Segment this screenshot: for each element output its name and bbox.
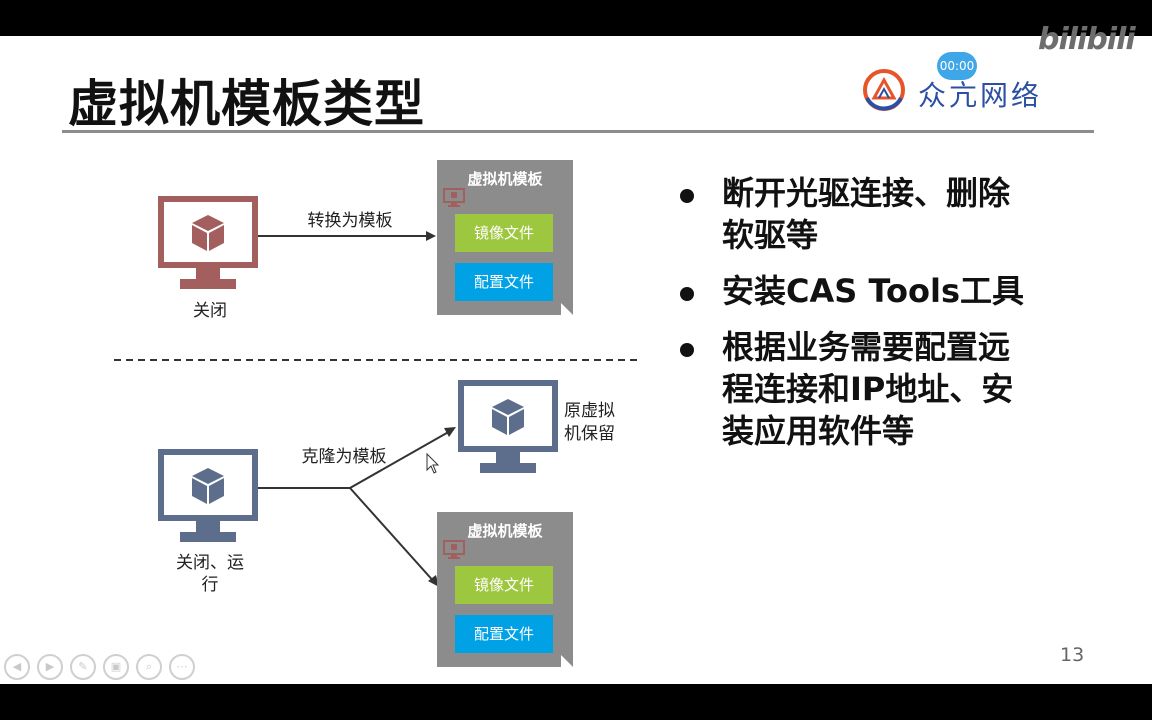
clone-arrowhead-upper — [444, 427, 456, 437]
vm-running-label-line1: 关闭、运 — [176, 553, 244, 573]
mouse-cursor-icon — [426, 452, 440, 474]
company-logo: 众亢网络 — [862, 68, 1062, 116]
next-icon[interactable]: ▶ — [37, 654, 63, 680]
image-file-box: 镜像文件 — [455, 214, 553, 252]
bullet-list: 断开光驱连接、删除 软驱等 安装CAS Tools工具 根据业务需要配置远 程连… — [680, 172, 1070, 466]
slides-icon[interactable]: ▣ — [103, 654, 129, 680]
bilibili-watermark: bilibili — [1038, 22, 1136, 57]
bullet-dot-icon — [680, 287, 694, 301]
more-icon[interactable]: ⋯ — [169, 654, 195, 680]
convert-arrowhead — [426, 231, 436, 241]
config-file-box: 配置文件 — [455, 263, 553, 301]
page-number: 13 — [1060, 644, 1085, 666]
bullet-text-line: 安装CAS Tools工具 — [722, 272, 1025, 310]
diagram-connectors — [114, 231, 640, 587]
clone-arrowhead-lower — [428, 575, 439, 587]
recording-timer: 00:00 — [937, 52, 977, 80]
title-underline — [62, 130, 1094, 133]
clone-arrow-upper — [349, 429, 453, 489]
bullet-text-line: 根据业务需要配置远 — [722, 328, 1011, 366]
bullet-text-line: 程连接和IP地址、安 — [722, 370, 1014, 408]
original-vm-monitor-icon — [458, 380, 558, 473]
original-vm-label-line2: 机保留 — [564, 424, 615, 444]
slide-title: 虚拟机模板类型 — [68, 75, 425, 133]
bullet-text-line: 软驱等 — [722, 216, 819, 254]
image-file-box: 镜像文件 — [455, 566, 553, 604]
vm-monitor-icon-blue — [158, 449, 258, 542]
zoom-icon[interactable]: ⌕ — [136, 654, 162, 680]
convert-arrow-label: 转换为模板 — [307, 211, 393, 231]
bullet-item: 断开光驱连接、删除 软驱等 — [680, 172, 1070, 256]
prev-icon[interactable]: ◀ — [4, 654, 30, 680]
clone-arrow-label: 克隆为模板 — [301, 447, 387, 467]
original-vm-label-line1: 原虚拟 — [564, 401, 615, 421]
bullet-text-line: 断开光驱连接、删除 — [722, 174, 1011, 212]
vm-monitor-icon-red — [158, 196, 258, 289]
template-title: 虚拟机模板 — [467, 170, 543, 188]
template-title: 虚拟机模板 — [467, 522, 543, 540]
template-monitor-icon — [443, 540, 465, 559]
cloned-template-card: 虚拟机模板 镜像文件 配置文件 — [437, 512, 573, 667]
vm-running-label: 关闭、运 行 — [158, 552, 262, 596]
bullet-dot-icon — [680, 189, 694, 203]
template-corner-fold — [561, 655, 573, 667]
bullet-text-line: 装应用软件等 — [722, 412, 915, 450]
logo-emblem-icon — [863, 69, 905, 111]
presentation-slide: 虚拟机模板类型 众亢网络 00:00 关闭 转换为模板 虚拟机模板 — [0, 36, 1152, 684]
template-monitor-icon — [443, 188, 465, 207]
clone-arrow-lower — [349, 487, 437, 585]
template-corner-fold — [561, 303, 573, 315]
slideshow-controls: ◀ ▶ ✎ ▣ ⌕ ⋯ — [4, 654, 202, 680]
original-vm-label: 原虚拟 机保留 — [564, 400, 634, 446]
config-file-box: 配置文件 — [455, 615, 553, 653]
bullet-dot-icon — [680, 343, 694, 357]
vm-status-label: 关闭 — [193, 301, 227, 321]
bullet-item: 根据业务需要配置远 程连接和IP地址、安 装应用软件等 — [680, 326, 1070, 452]
logo-text: 众亢网络 — [918, 79, 1043, 112]
vm-running-label-line2: 行 — [201, 575, 219, 595]
vm-template-card: 虚拟机模板 镜像文件 配置文件 — [437, 160, 573, 315]
bullet-item: 安装CAS Tools工具 — [680, 270, 1070, 312]
pen-icon[interactable]: ✎ — [70, 654, 96, 680]
